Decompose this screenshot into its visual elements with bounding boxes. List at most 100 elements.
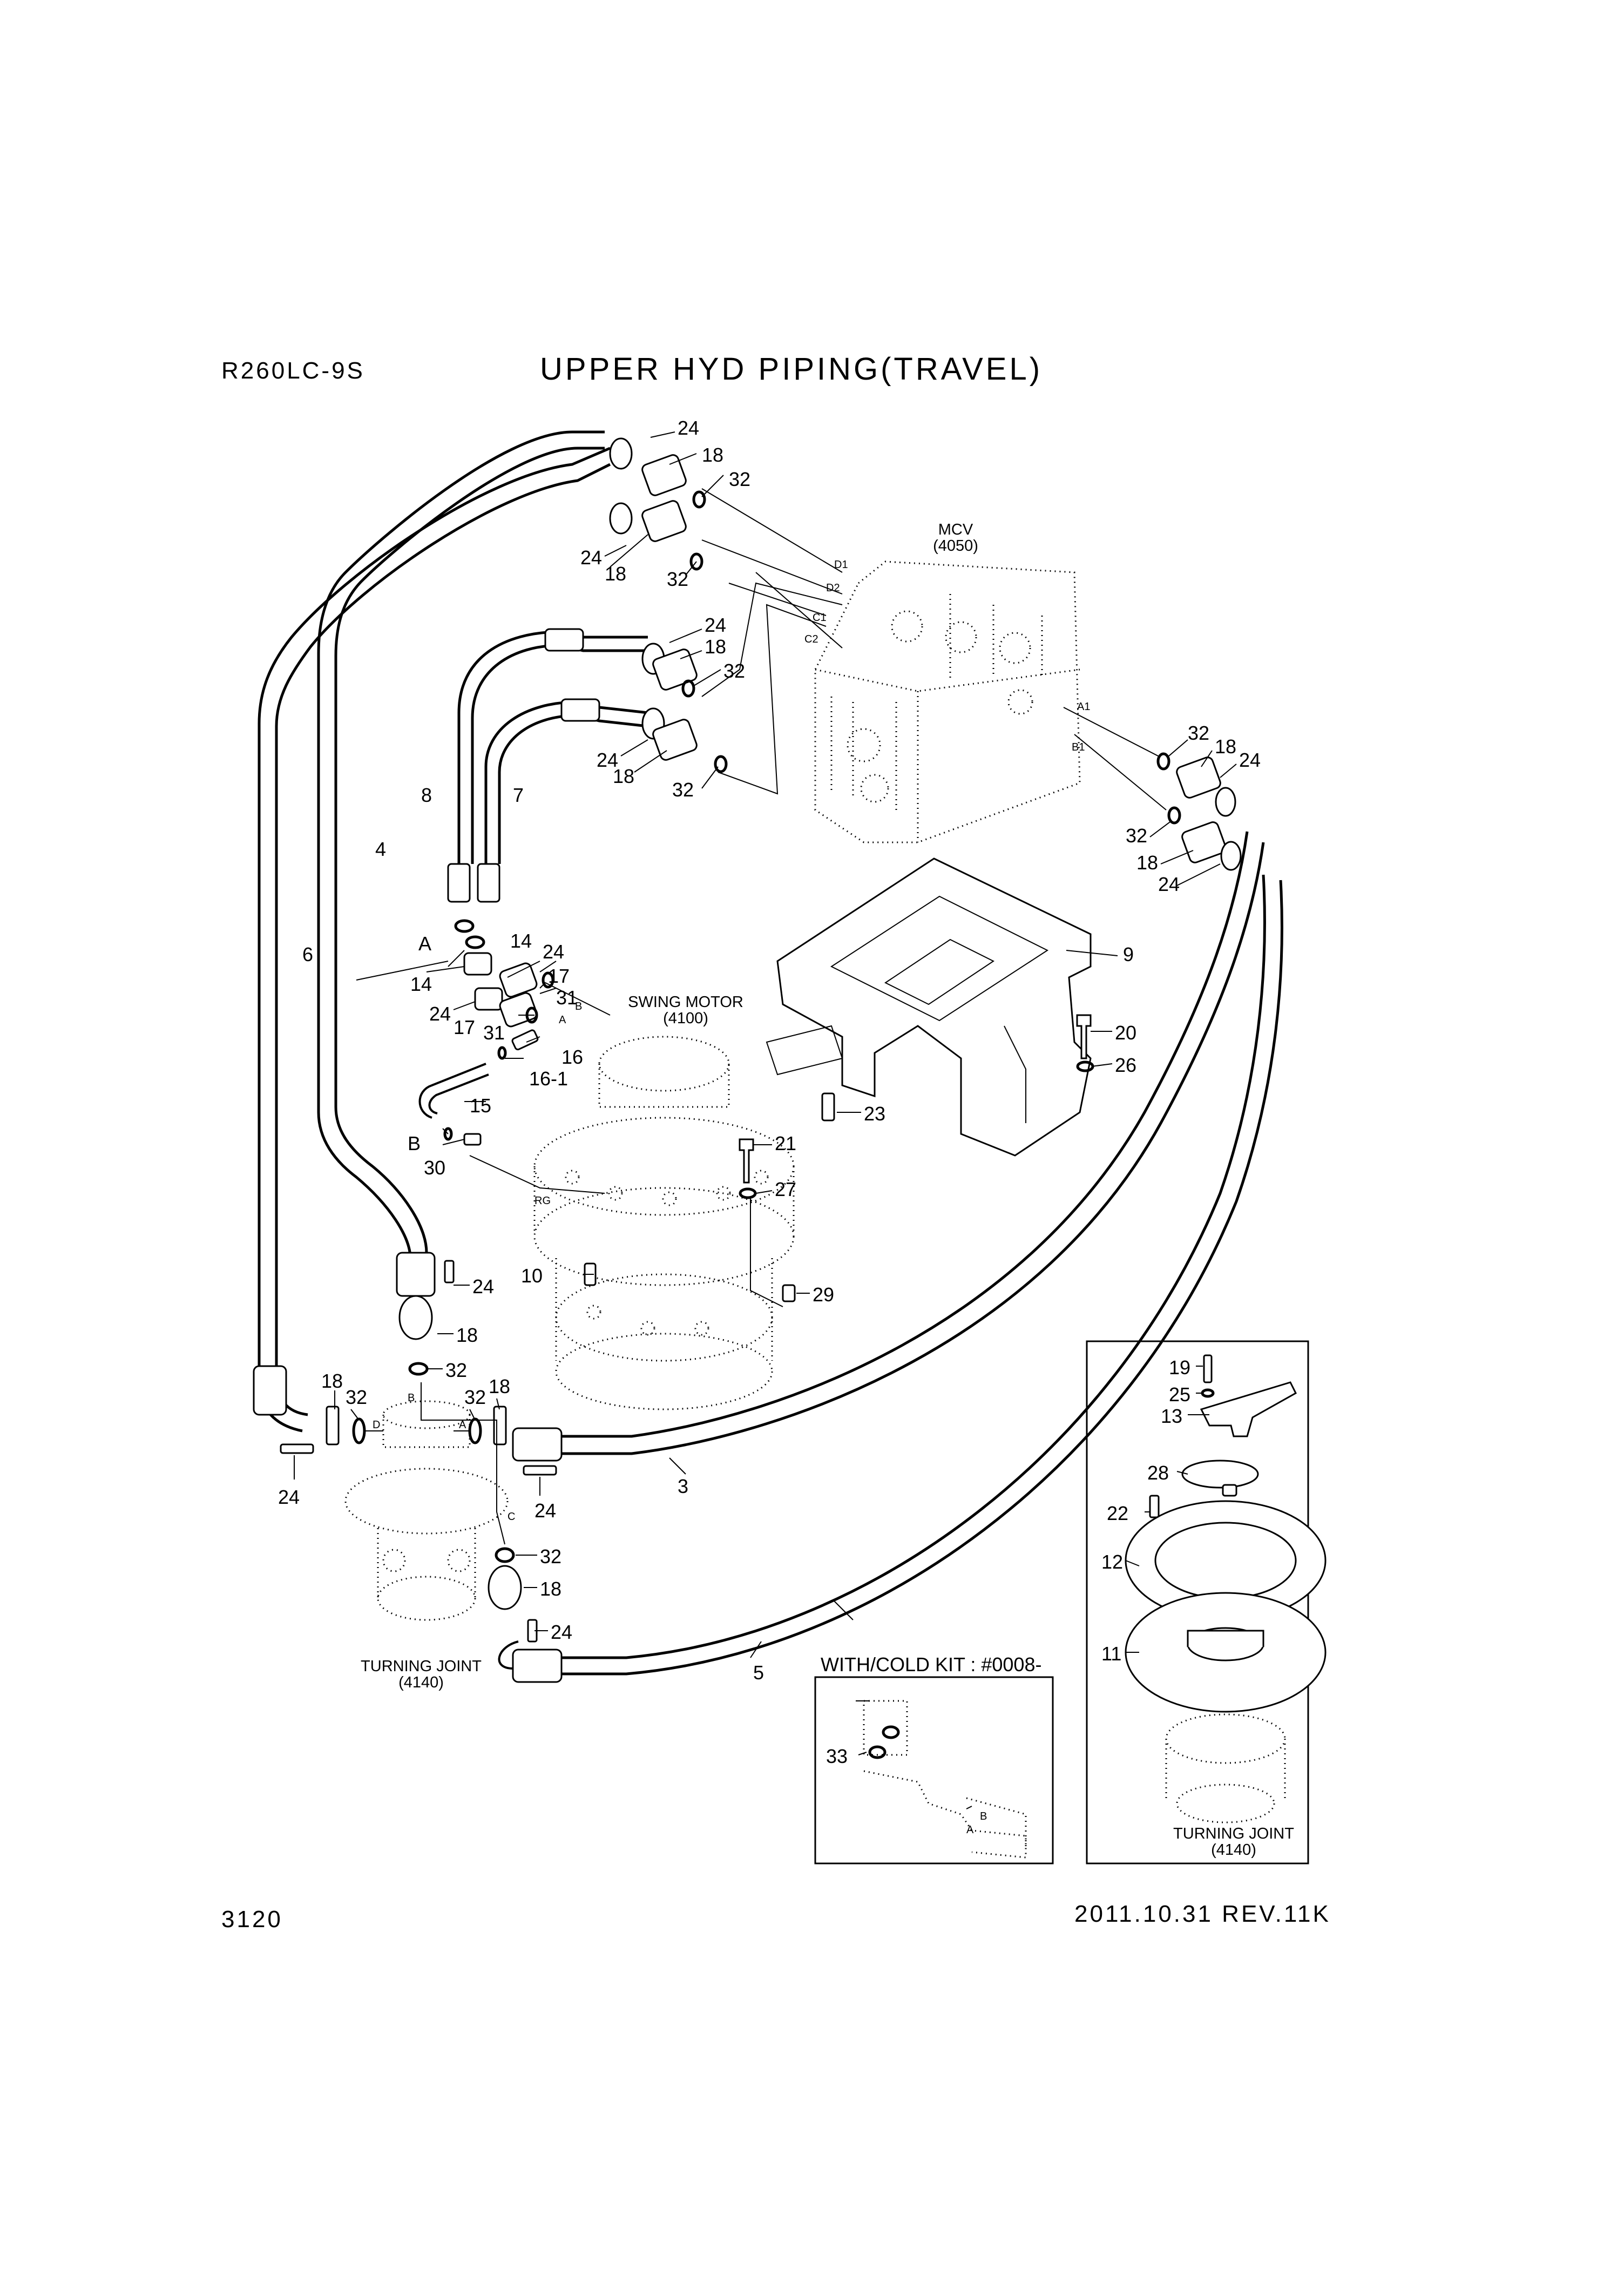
swing-motor-label: SWING MOTOR <box>628 994 743 1011</box>
callout-32: 32 <box>346 1386 367 1408</box>
mcv-valve-block <box>814 560 1081 843</box>
hose-15 <box>418 1063 489 1119</box>
callout-31: 31 <box>483 1022 505 1044</box>
port-label-c-joint: C <box>508 1511 515 1523</box>
turning-joint-code: (4140) <box>398 1674 444 1691</box>
callout-32: 32 <box>445 1359 467 1381</box>
callout-18: 18 <box>321 1370 343 1392</box>
port-label-d2: D2 <box>826 582 840 594</box>
callout-24: 24 <box>1239 749 1261 771</box>
callout-7: 7 <box>513 784 524 806</box>
port-label-b-inset: B <box>980 1811 987 1822</box>
callout-24: 24 <box>472 1275 494 1298</box>
callout-6: 6 <box>302 943 313 965</box>
callout-18: 18 <box>605 563 626 585</box>
callout-32: 32 <box>729 468 750 490</box>
hose-3 <box>512 831 1265 1462</box>
page-title: UPPER HYD PIPING(TRAVEL) <box>540 352 1043 387</box>
callout-24: 24 <box>429 1003 451 1025</box>
callout-18: 18 <box>540 1578 561 1600</box>
callout-19: 19 <box>1169 1356 1190 1379</box>
mid-fittings <box>443 919 554 1146</box>
callout-24: 24 <box>543 941 564 963</box>
callout-17: 17 <box>548 965 570 987</box>
port-label-a1: A1 <box>1077 701 1090 713</box>
callout-12: 12 <box>1101 1551 1123 1573</box>
callout-3: 3 <box>678 1475 688 1497</box>
callout-32: 32 <box>672 779 694 801</box>
callout-24: 24 <box>278 1486 300 1508</box>
callout-18: 18 <box>702 444 723 466</box>
callout-24: 24 <box>1158 873 1180 895</box>
revision-date: 2011.10.31 REV.11K <box>1074 1901 1331 1927</box>
page-number: 3120 <box>221 1906 283 1933</box>
callout-24: 24 <box>678 417 699 439</box>
port-label-a-inset: A <box>966 1824 974 1836</box>
callout-22: 22 <box>1107 1502 1128 1524</box>
hose-7 <box>477 698 648 903</box>
turning-joint-body <box>344 1400 509 1621</box>
callout-32: 32 <box>723 660 745 682</box>
callout-32: 32 <box>1188 722 1209 744</box>
swing-motor-body <box>533 1036 795 1410</box>
callout-21: 21 <box>775 1132 796 1154</box>
inset-turning-joint-label: TURNING JOINT <box>1173 1825 1294 1842</box>
callout-18: 18 <box>705 636 726 658</box>
callout-24: 24 <box>580 546 602 569</box>
callout-17: 17 <box>454 1016 475 1038</box>
mcv-label: MCV <box>938 521 973 538</box>
port-label-rg: RG <box>534 1195 551 1207</box>
callout-14: 14 <box>410 973 432 995</box>
swing-motor-code: (4100) <box>663 1010 708 1027</box>
hose-5 <box>512 874 1283 1683</box>
callout-18: 18 <box>613 765 634 787</box>
callout-8: 8 <box>421 784 432 806</box>
callout-13: 13 <box>1161 1405 1182 1427</box>
hose-8 <box>447 628 648 903</box>
port-label-a-motor: A <box>559 1014 566 1026</box>
inset-cold-kit-parts <box>863 1700 1027 1859</box>
turning-joint-label: TURNING JOINT <box>361 1658 482 1675</box>
callout-16: 16 <box>561 1046 583 1068</box>
callout-10: 10 <box>521 1265 543 1287</box>
callout-29: 29 <box>813 1284 834 1306</box>
callout-9: 9 <box>1123 943 1134 965</box>
turning-joint-inset-frame <box>1086 1340 1309 1865</box>
inset-turning-joint-parts <box>1125 1354 1327 1823</box>
callout-30: 30 <box>424 1157 445 1179</box>
callout-32: 32 <box>667 568 688 590</box>
mcv-code: (4050) <box>933 537 978 555</box>
callout-a: A <box>418 933 431 955</box>
part-callouts: 24 18 32 24 18 32 24 18 32 24 18 32 32 1… <box>278 417 1261 1767</box>
port-label-d1: D1 <box>834 559 848 571</box>
hose-4 <box>317 430 605 1297</box>
callout-23: 23 <box>864 1103 885 1125</box>
leader-lines <box>294 431 1237 1755</box>
callout-26: 26 <box>1115 1054 1136 1076</box>
port-label-b-joint: B <box>408 1392 415 1404</box>
hose-6 <box>253 447 611 1433</box>
port-label-d-joint: D <box>373 1419 380 1431</box>
callout-4: 4 <box>375 838 386 860</box>
callout-20: 20 <box>1115 1022 1136 1044</box>
callout-28: 28 <box>1147 1462 1169 1484</box>
callout-32: 32 <box>540 1545 561 1568</box>
callout-15: 15 <box>470 1095 491 1117</box>
callout-11: 11 <box>1101 1643 1121 1665</box>
cold-kit-title: WITH/COLD KIT : #0008- <box>821 1653 1041 1676</box>
callout-5: 5 <box>753 1661 764 1684</box>
callout-24: 24 <box>534 1499 556 1522</box>
port-label-a-joint: A <box>459 1419 466 1431</box>
callout-33: 33 <box>826 1745 848 1767</box>
callout-18: 18 <box>456 1324 478 1346</box>
callout-24: 24 <box>597 749 618 771</box>
port-label-c1: C1 <box>813 612 827 624</box>
callout-27: 27 <box>775 1178 796 1200</box>
upper-fittings <box>609 437 1242 871</box>
callout-31: 31 <box>556 987 578 1009</box>
port-label-b-motor: B <box>575 1001 582 1012</box>
callout-14: 14 <box>510 930 532 952</box>
bolts <box>280 1014 1094 1670</box>
